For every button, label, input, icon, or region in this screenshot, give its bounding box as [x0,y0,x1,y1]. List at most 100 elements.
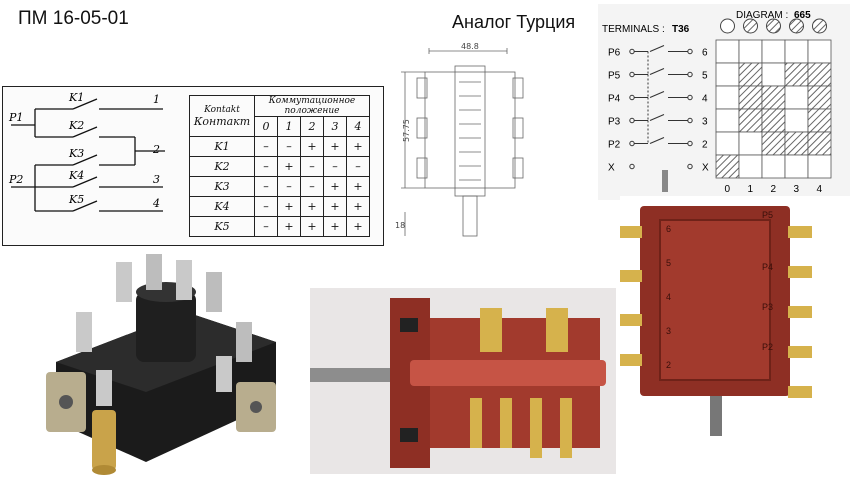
right-terminal-label: 5 [702,71,708,82]
right-terminal-label: 6 [702,48,708,59]
switch-blade [649,114,665,121]
terminal-node [629,140,635,147]
contact-label-k1: K1 [68,91,84,104]
table-cell: + [300,136,324,157]
table-row: K5 – + + + + [189,216,370,237]
terminal-print-p3: P3 [762,302,773,312]
table-row: K2 – + – – – [189,156,370,177]
shaft-dimension: 18 [395,221,405,230]
contact-label-k5: K5 [68,193,84,206]
right-terminal-label: 4 [702,94,708,105]
table-row: K4 – + + + + [189,196,370,217]
position-label: 3 [794,184,800,195]
grid-cell [738,62,763,87]
contact-table: Kontakt Контакт Коммутационное положение… [189,95,370,237]
knob-position-icon [766,18,781,34]
left-terminal-label: P3 [608,117,621,128]
grid-cell [715,85,740,110]
table-cell: + [323,196,347,217]
positions-header: Коммутационное положение [254,95,370,117]
table-cell: + [277,216,301,237]
row-contact: K1 [189,136,255,157]
terminal-print-6: 6 [666,224,671,234]
grid-cell [784,154,809,179]
switching-grid [715,39,832,179]
table-cell: + [346,136,370,157]
grid-cell [715,39,740,64]
output-label-3: 3 [153,173,160,186]
grid-cell [784,131,809,156]
grid-cell [715,108,740,133]
grid-cell [761,39,786,64]
grid-cell [738,154,763,179]
contact-column-header: Kontakt Контакт [189,95,255,137]
grid-cell [807,154,832,179]
grid-cell [761,131,786,156]
grid-cell [738,85,763,110]
terminal-print-p2: P2 [762,342,773,352]
terminal-print-4: 4 [666,292,671,302]
grid-cell [807,39,832,64]
table-cell: + [323,136,347,157]
terminal-print-p4: P4 [762,262,773,272]
grid-cell [784,85,809,110]
table-row: K1 – – + + + [189,136,370,157]
input-label-p2: P2 [8,173,23,186]
terminals-label: TERMINALS : [602,24,665,35]
schematic-panel: P1 P2 K1 K2 K3 K4 K5 1 2 3 4 Kontakt Кон… [2,86,384,246]
input-label-p1: P1 [8,111,23,124]
contact-label-k2: K2 [68,119,84,132]
grid-cell [761,108,786,133]
position-2: 2 [300,116,324,137]
table-cell: + [346,196,370,217]
switch-photo-side [310,288,616,474]
table-cell: – [254,176,278,197]
table-cell: + [277,196,301,217]
switch-blade [649,137,665,144]
terminal-print-3: 3 [666,326,671,336]
model-title: ПМ 16-05-01 [18,8,129,29]
knob-position-icons [720,18,827,34]
terminal-diagram: TERMINALS : T36 DIAGRAM : 665 P6P5P4P3P2… [602,10,832,195]
table-cell: – [277,176,301,197]
terminal-node [629,94,635,101]
table-cell: + [346,176,370,197]
switch-blade [649,68,665,75]
terminal-node [629,163,635,170]
table-row: K3 – – – + + [189,176,370,197]
output-label-4: 4 [152,197,160,210]
position-label: 0 [725,184,731,195]
contact-label-k3: K3 [68,147,84,160]
grid-cell [784,108,809,133]
position-1: 1 [277,116,301,137]
table-cell: + [277,156,301,177]
table-header-row: Kontakt Контакт Коммутационное положение [189,95,370,137]
left-terminal-label: P5 [608,71,621,82]
diagram-code: 665 [794,10,811,21]
table-cell: + [300,216,324,237]
grid-cell [715,131,740,156]
grid-cell [715,154,740,179]
knob-position-icon [812,18,827,34]
contact-header-handwritten: Kontakt [204,104,240,115]
row-contact: K2 [189,156,255,177]
diagram-label: DIAGRAM : [736,10,788,21]
left-terminal-label: P2 [608,140,621,151]
table-cell: – [254,196,278,217]
right-terminal-label: X [702,163,709,174]
table-cell: – [346,156,370,177]
left-terminal-label: X [608,163,615,174]
switch-photo-top: P5 P4 P3 P2 6 5 4 3 2 [620,196,852,476]
analog-title: Аналог Турция [452,12,576,32]
table-cell: – [254,156,278,177]
terminals-code: T36 [672,24,690,35]
position-4: 4 [346,116,370,137]
table-cell: – [254,136,278,157]
table-cell: – [277,136,301,157]
position-label: 2 [771,184,777,195]
table-cell: – [300,156,324,177]
switch-blade [649,91,665,98]
